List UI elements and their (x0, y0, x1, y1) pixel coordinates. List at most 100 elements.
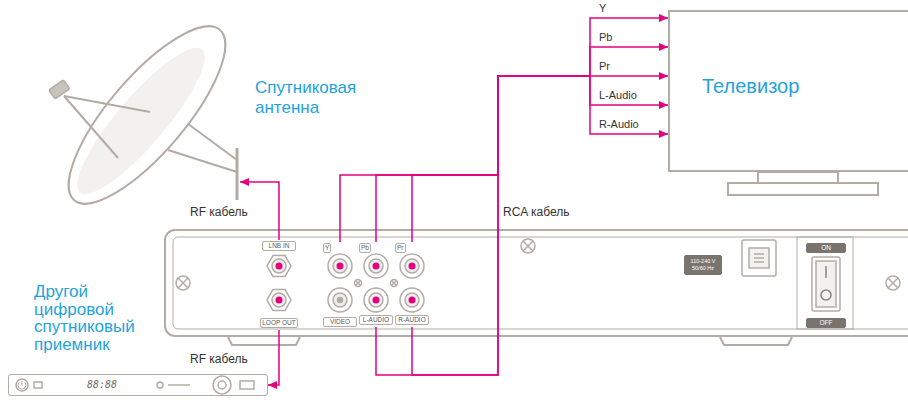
cable-plug-dot (276, 263, 416, 304)
screw-part (356, 281, 361, 286)
f-connector-part (267, 256, 291, 277)
cable-plug-dot-part (409, 297, 416, 304)
screw (176, 239, 900, 290)
receiver-back-panel-part (720, 337, 792, 345)
loop-out-port: LOOP OUT (260, 286, 298, 330)
port-label: L-AUDIO (359, 315, 393, 325)
rca-jack-part (405, 259, 419, 273)
satellite-dish-part (62, 34, 221, 208)
cable-label: RF кабель (190, 352, 248, 366)
power-switch-part (825, 266, 827, 278)
cable-connector (340, 18, 668, 242)
port-label: Pb (359, 243, 371, 253)
power-switch-part (812, 257, 840, 311)
other-receiver-front (16, 376, 254, 394)
power-socket (742, 240, 776, 276)
signal-label: R-Audio (598, 118, 640, 131)
pb-port: Pb (359, 242, 393, 280)
power-switch-part (797, 237, 853, 329)
other-receiver-front-part (168, 384, 190, 386)
power-switch-part (816, 261, 836, 307)
f-connector-part (267, 290, 291, 311)
switch-label: OFF (806, 318, 846, 328)
port-label: VIDEO (323, 317, 357, 327)
other-receiver-front-part (213, 376, 231, 394)
f-connector-part (272, 293, 286, 307)
tv-stand (728, 172, 878, 195)
rca-jack-part (405, 293, 419, 307)
other-receiver-front-part (34, 382, 42, 388)
cable-connector (412, 76, 668, 242)
cable-plug-dot-part (276, 297, 283, 304)
power-switch (797, 237, 853, 329)
satellite-dish-part (45, 5, 248, 225)
cable-connector (412, 76, 668, 375)
l-audio-port: L-AUDIO (359, 284, 393, 327)
screw-part (178, 278, 188, 288)
signal-label: Pr (598, 60, 611, 73)
receiver-back-panel-part (228, 337, 300, 345)
other-receiver: Другой цифровой спутниковый приемник88:8… (8, 374, 268, 396)
other-receiver-front-part (18, 381, 26, 389)
other-receiver-front-part (157, 382, 163, 388)
cable-plug-dot-part (373, 297, 380, 304)
f-connector (267, 256, 291, 311)
signal-label: Y (598, 2, 607, 15)
screw-part (521, 239, 535, 253)
cable-plug-dot-part (276, 263, 283, 270)
display-digits: 88:88 (87, 378, 117, 391)
y-port: Y (323, 242, 357, 280)
tv-stand-part (758, 172, 838, 183)
screw-part (355, 280, 362, 287)
signal-label: L-Audio (598, 89, 638, 102)
rca-jack-part (328, 254, 352, 278)
screw-part (523, 241, 533, 251)
cable-connector (376, 76, 668, 375)
switch-label: ON (806, 243, 846, 253)
rca-jack-part (333, 259, 347, 273)
port-label: Pr (395, 243, 406, 253)
receiver-back-panel-part (165, 230, 908, 336)
cable-plug-dot-part (409, 263, 416, 270)
power-switch-part (821, 290, 831, 300)
satellite-antenna: Спутниковая антенна (40, 18, 240, 213)
rca-jack-part (400, 288, 424, 312)
screw-part (176, 276, 190, 290)
port-label: R-AUDIO (395, 315, 429, 325)
other-receiver-front-part (240, 381, 254, 389)
device-label: Телевизор (702, 74, 799, 98)
cable-plug-dot-part (337, 263, 344, 270)
cable-connector (268, 330, 279, 385)
cable-plug-dot-part (373, 263, 380, 270)
cable-label: RF кабель (190, 205, 248, 219)
port-label: LNB IN (262, 241, 296, 251)
receiver-back-panel-part (173, 237, 908, 329)
rca-jack-part (364, 254, 388, 278)
r-audio-port: R-AUDIO (395, 284, 429, 327)
screw-part (392, 281, 397, 286)
rca-jack-part (369, 293, 383, 307)
rca-jack (328, 254, 424, 312)
satellite-dish (45, 5, 248, 225)
rca-jack-part (400, 254, 424, 278)
other-receiver-front-part (218, 381, 226, 389)
satellite-dish-part (236, 148, 239, 200)
tv-stand-part (728, 183, 878, 195)
satellite-dish-part (49, 80, 70, 99)
device-label: Другой цифровой спутниковый приемник (34, 283, 162, 353)
rca-jack-part (369, 259, 383, 273)
power-socket-part (742, 240, 776, 276)
power-rating: 110-240 V 50/60 Hz (684, 255, 722, 275)
other-receiver-front-part (16, 379, 28, 391)
rca-jack-part (328, 288, 352, 312)
rca-jack-part (338, 298, 343, 303)
rca-jack-part (364, 288, 388, 312)
cable-label: RCA кабель (503, 205, 569, 219)
rca-jack-part (333, 293, 347, 307)
power-socket-part (749, 248, 769, 268)
power-socket-part (754, 254, 764, 262)
screw-part (886, 276, 900, 290)
pr-port: Pr (395, 242, 429, 280)
